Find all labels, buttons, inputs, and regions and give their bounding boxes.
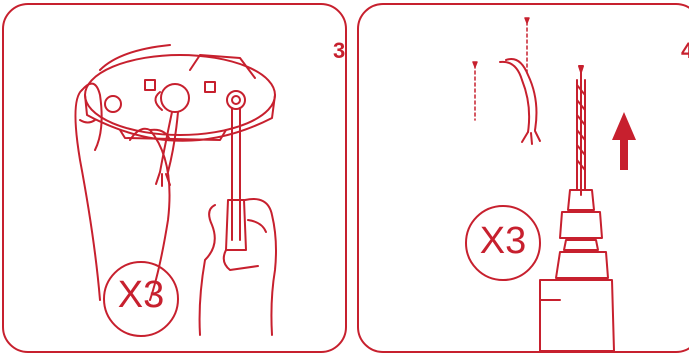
hand-icon	[200, 199, 276, 335]
drill-bit-icon	[577, 66, 585, 195]
quantity-label: X3	[104, 276, 178, 314]
quantity-label: X3	[466, 222, 540, 260]
ceiling-base-icon	[85, 45, 275, 141]
drill-icon	[540, 190, 614, 351]
up-arrow-icon	[612, 112, 636, 170]
screw-mark-icon	[473, 18, 529, 120]
wire-icon	[156, 112, 178, 186]
wire-icon	[500, 59, 540, 144]
